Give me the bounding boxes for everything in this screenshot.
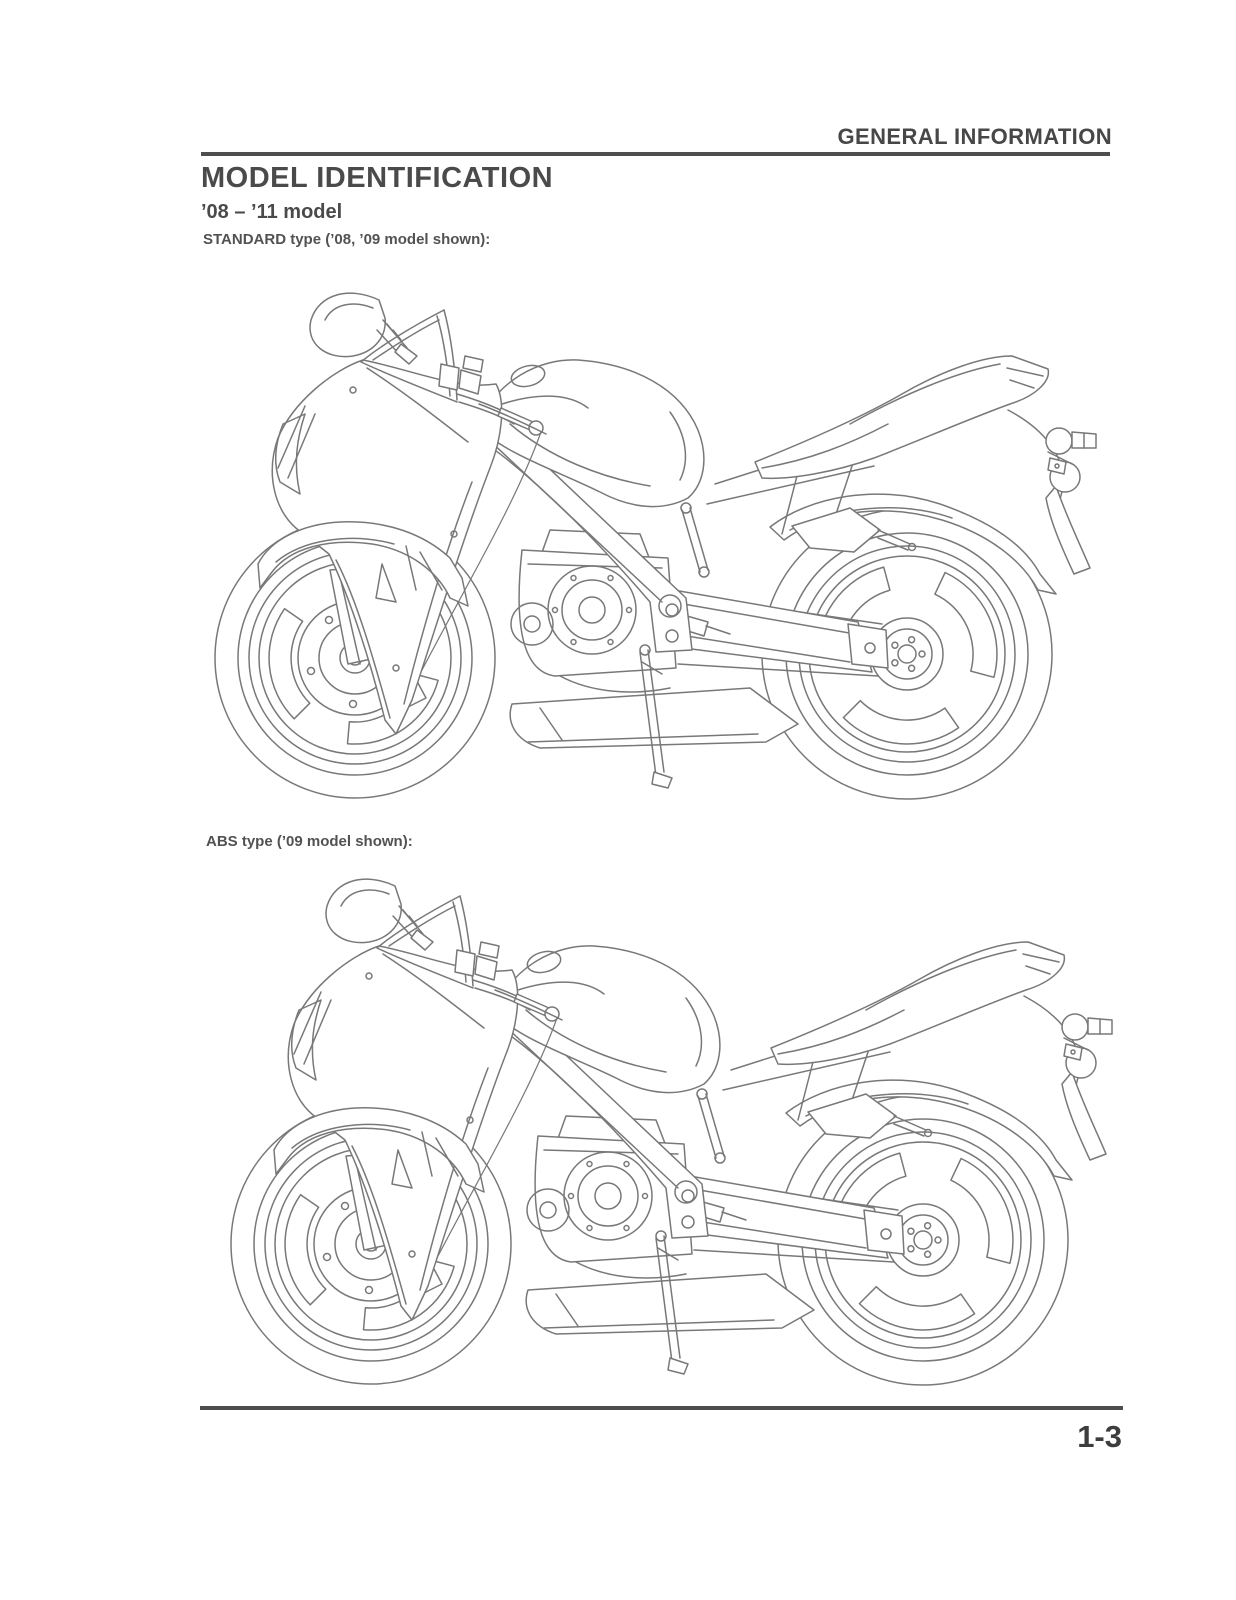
page-number: 1-3	[1077, 1419, 1122, 1454]
header-rule	[201, 152, 1110, 156]
footer-rule	[200, 1406, 1123, 1410]
figure-label-abs: ABS type (’09 model shown):	[206, 833, 413, 850]
page-title: MODEL IDENTIFICATION	[201, 162, 554, 194]
motorcycle-figure-abs	[230, 878, 1113, 1386]
motorcycle-figure-standard	[214, 292, 1097, 800]
model-range-subtitle: ’08 – ’11 model	[201, 201, 343, 223]
section-header: GENERAL INFORMATION	[837, 124, 1112, 149]
figure-label-standard: STANDARD type (’08, ’09 model shown):	[203, 231, 491, 248]
